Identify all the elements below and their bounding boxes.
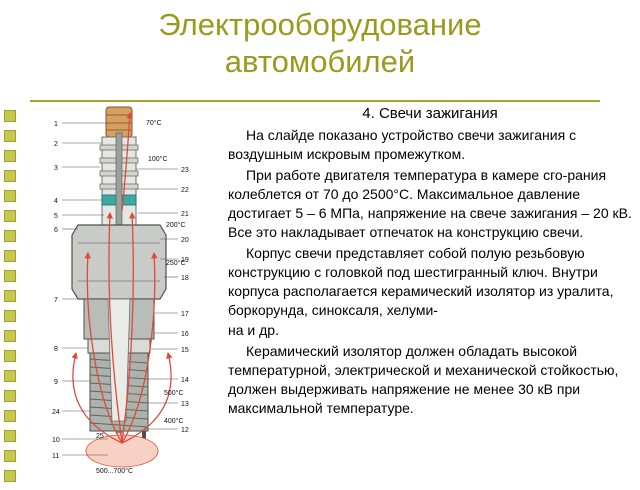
hex-shell xyxy=(71,224,167,300)
title-underline xyxy=(30,100,600,102)
callout-number: 9 xyxy=(54,379,58,386)
callout-number: 10 xyxy=(52,437,60,444)
temperature-label: 500...700°C xyxy=(96,467,133,475)
callout-number: 17 xyxy=(181,311,189,318)
temperature-label: 200°C xyxy=(166,221,186,229)
square-bullet xyxy=(4,470,16,482)
callout-number: 13 xyxy=(181,401,189,408)
square-bullet xyxy=(4,370,16,382)
paragraph-operating-conditions: При работе двигателя температура в камер… xyxy=(228,167,632,240)
square-bullet xyxy=(4,230,16,242)
callout-number: 6 xyxy=(54,227,58,234)
callout-number: 23 xyxy=(181,167,189,174)
square-bullet xyxy=(4,250,16,262)
callout-number: 18 xyxy=(181,275,189,282)
slide-title: Электрооборудование автомобилей xyxy=(0,6,640,80)
square-bullet xyxy=(4,330,16,342)
callout-number: 3 xyxy=(54,165,58,172)
callout-number: 11 xyxy=(52,453,59,460)
slide-title-line-2: автомобилей xyxy=(224,44,416,79)
bullet-squares-decoration xyxy=(4,110,16,490)
square-bullet xyxy=(4,410,16,422)
callout-number: 7 xyxy=(54,297,58,304)
square-bullet xyxy=(4,390,16,402)
combustion-zone xyxy=(85,434,159,468)
callout-number: 24 xyxy=(52,409,60,416)
right-leader-lines xyxy=(136,168,178,430)
square-bullet xyxy=(4,210,16,222)
square-bullet xyxy=(4,310,16,322)
callout-number: 16 xyxy=(181,331,189,338)
square-bullet xyxy=(4,110,16,122)
slide-text-column: 4. Свечи зажигания На слайде показано ус… xyxy=(228,104,632,418)
square-bullet xyxy=(4,450,16,462)
callout-number: 8 xyxy=(54,346,58,353)
heat-flow-arrows xyxy=(71,111,173,444)
spark-plug-diagram: 1 2 3 4 5 6 7 8 9 24 10 11 23 22 21 20 1… xyxy=(18,103,228,480)
callout-number: 2 xyxy=(54,141,58,148)
temperature-label: 250°C xyxy=(166,259,186,267)
paragraph-intro: На слайде показано устройство свечи зажи… xyxy=(228,127,577,162)
callout-number: 14 xyxy=(181,377,189,384)
section-heading: 4. Свечи зажигания xyxy=(362,105,498,122)
temperature-label: 70°C xyxy=(146,119,162,127)
callout-number: 4 xyxy=(54,198,58,205)
paragraph-shell-construction-end: на и др. xyxy=(228,322,279,338)
callout-number: 22 xyxy=(181,187,189,194)
temperature-label: 100°C xyxy=(148,155,168,163)
callout-number: 15 xyxy=(181,347,189,354)
insulator-nose xyxy=(107,298,131,422)
temperature-label: 500°C xyxy=(164,389,184,397)
callout-number: 19 xyxy=(181,257,189,264)
square-bullet xyxy=(4,150,16,162)
temperature-label: 25 xyxy=(96,433,104,440)
square-bullet xyxy=(4,350,16,362)
callout-number: 20 xyxy=(181,237,189,244)
callout-number: 12 xyxy=(181,427,189,434)
callout-number: 21 xyxy=(181,211,189,218)
paragraph-shell-construction: Корпус свечи представляет собой полую ре… xyxy=(228,245,614,318)
temperature-label: 400°C xyxy=(164,417,184,425)
square-bullet xyxy=(4,190,16,202)
square-bullet xyxy=(4,430,16,442)
square-bullet xyxy=(4,170,16,182)
callout-number: 5 xyxy=(54,213,58,220)
square-bullet xyxy=(4,270,16,282)
square-bullet xyxy=(4,290,16,302)
callout-number: 1 xyxy=(54,121,58,128)
slide-title-line-1: Электрооборудование xyxy=(158,7,482,42)
left-leader-lines xyxy=(62,122,108,456)
square-bullet xyxy=(4,130,16,142)
paragraph-insulator-requirements: Керамический изолятор должен обладать вы… xyxy=(228,343,619,416)
